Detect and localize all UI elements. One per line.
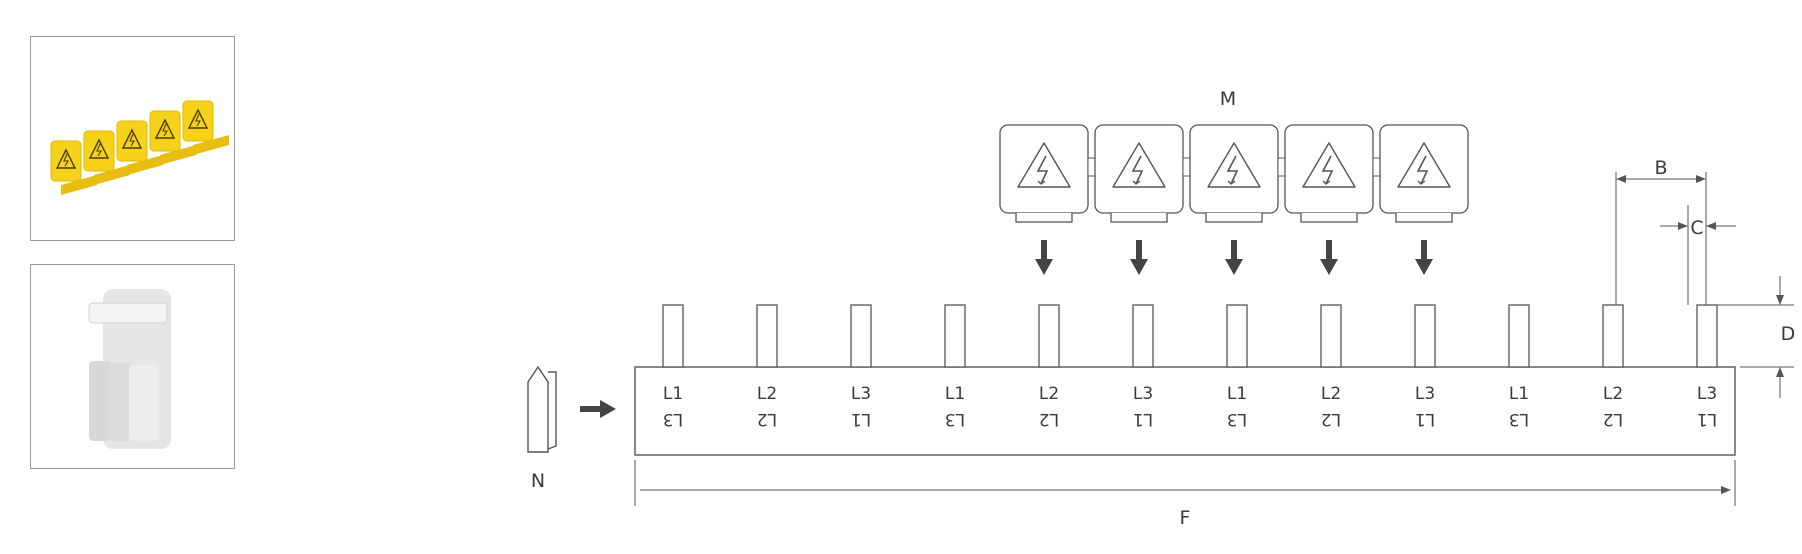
lightning-warning-icon xyxy=(1397,142,1451,188)
shroud-cover xyxy=(999,124,1096,223)
phase-label: L3 xyxy=(1697,384,1717,404)
product-image-end-cap xyxy=(30,264,235,469)
phase-label: L2 xyxy=(1321,384,1341,404)
busbar-pin xyxy=(944,304,966,368)
end-cap-leg-2 xyxy=(109,363,131,441)
phase-label-flipped: L1 xyxy=(851,409,871,429)
busbar-pin xyxy=(1508,304,1530,368)
warning-triangle-icon xyxy=(55,148,77,169)
busbar-pin xyxy=(1226,304,1248,368)
yellow-shroud xyxy=(182,100,229,155)
busbar-pin xyxy=(1320,304,1342,368)
dim-d-arrow-top xyxy=(1776,295,1784,305)
shroud-strip-illustration xyxy=(50,100,229,195)
busbar-body xyxy=(634,366,1736,456)
end-cap-leg-1 xyxy=(89,361,111,441)
phase-label-flipped: L3 xyxy=(945,409,965,429)
phase-label-flipped: L2 xyxy=(757,409,777,429)
busbar-pin xyxy=(1038,304,1060,368)
phase-label: L1 xyxy=(945,384,965,404)
busbar-pin xyxy=(850,304,872,368)
busbar-pin xyxy=(1132,304,1154,368)
lightning-warning-icon xyxy=(1112,142,1166,188)
phase-label: L3 xyxy=(1133,384,1153,404)
down-arrow xyxy=(1035,240,1053,275)
label-d: D xyxy=(1781,323,1796,345)
product-image-shroud-strip xyxy=(30,36,235,241)
busbar-pin xyxy=(1602,304,1624,368)
phase-label: L1 xyxy=(1227,384,1247,404)
phase-label-flipped: L2 xyxy=(1321,409,1341,429)
busbar-pin xyxy=(1696,304,1718,368)
down-arrow xyxy=(1225,240,1243,275)
shroud-cover xyxy=(1094,124,1191,223)
label-m: M xyxy=(1220,88,1236,110)
dim-b-arrow-right xyxy=(1696,175,1706,183)
shroud-row xyxy=(999,124,1469,275)
phase-label-flipped: L3 xyxy=(1509,409,1529,429)
phase-label: L2 xyxy=(757,384,777,404)
warning-triangle-icon xyxy=(154,118,176,139)
phase-labels: L1L3L2L2L3L1L1L3L2L2L3L1L1L3L2L2L3L1L1L3… xyxy=(663,384,1717,429)
warning-triangle-icon xyxy=(121,128,143,149)
phase-label-flipped: L3 xyxy=(663,409,683,429)
label-b: B xyxy=(1654,157,1667,179)
down-arrow xyxy=(1130,240,1148,275)
busbar-pin xyxy=(1414,304,1436,368)
dim-c-arrow-right xyxy=(1706,222,1716,230)
warning-triangle-icon xyxy=(187,108,209,129)
lightning-warning-icon xyxy=(1302,142,1356,188)
end-cap-leg-3 xyxy=(129,365,159,441)
phase-label-flipped: L2 xyxy=(1603,409,1623,429)
down-arrow xyxy=(1415,240,1433,275)
dim-b-arrow-left xyxy=(1616,175,1626,183)
phase-label-flipped: L1 xyxy=(1697,409,1717,429)
phase-label: L3 xyxy=(851,384,871,404)
busbar-pins xyxy=(662,304,1718,368)
label-c: C xyxy=(1690,217,1703,239)
dim-c-arrow-left xyxy=(1678,222,1688,230)
yellow-shroud xyxy=(116,120,163,175)
phase-label: L1 xyxy=(1509,384,1529,404)
shroud-cover xyxy=(1284,124,1381,223)
end-cap-illustration xyxy=(88,289,171,449)
phase-label-flipped: L1 xyxy=(1415,409,1435,429)
label-n: N xyxy=(531,470,545,492)
yellow-shroud xyxy=(50,140,97,195)
down-arrow xyxy=(1320,240,1338,275)
phase-label-flipped: L2 xyxy=(1039,409,1059,429)
warning-triangle-icon xyxy=(88,138,110,159)
shroud-cover xyxy=(1189,124,1286,223)
end-cap-outline xyxy=(527,365,557,453)
phase-label-flipped: L3 xyxy=(1227,409,1247,429)
busbar-pin xyxy=(662,304,684,368)
dim-d-arrow-bottom xyxy=(1776,367,1784,377)
yellow-shroud xyxy=(149,110,196,165)
busbar-pin xyxy=(756,304,778,368)
phase-label: L3 xyxy=(1415,384,1435,404)
phase-label: L2 xyxy=(1039,384,1059,404)
shroud-cover xyxy=(1379,124,1469,223)
end-cap-lip xyxy=(88,302,168,324)
phase-label: L2 xyxy=(1603,384,1623,404)
yellow-shroud xyxy=(83,130,130,185)
lightning-warning-icon xyxy=(1017,142,1071,188)
label-f: F xyxy=(1180,507,1191,529)
lightning-warning-icon xyxy=(1207,142,1261,188)
phase-label: L1 xyxy=(663,384,683,404)
insert-arrow xyxy=(580,400,616,418)
phase-label-flipped: L1 xyxy=(1133,409,1153,429)
